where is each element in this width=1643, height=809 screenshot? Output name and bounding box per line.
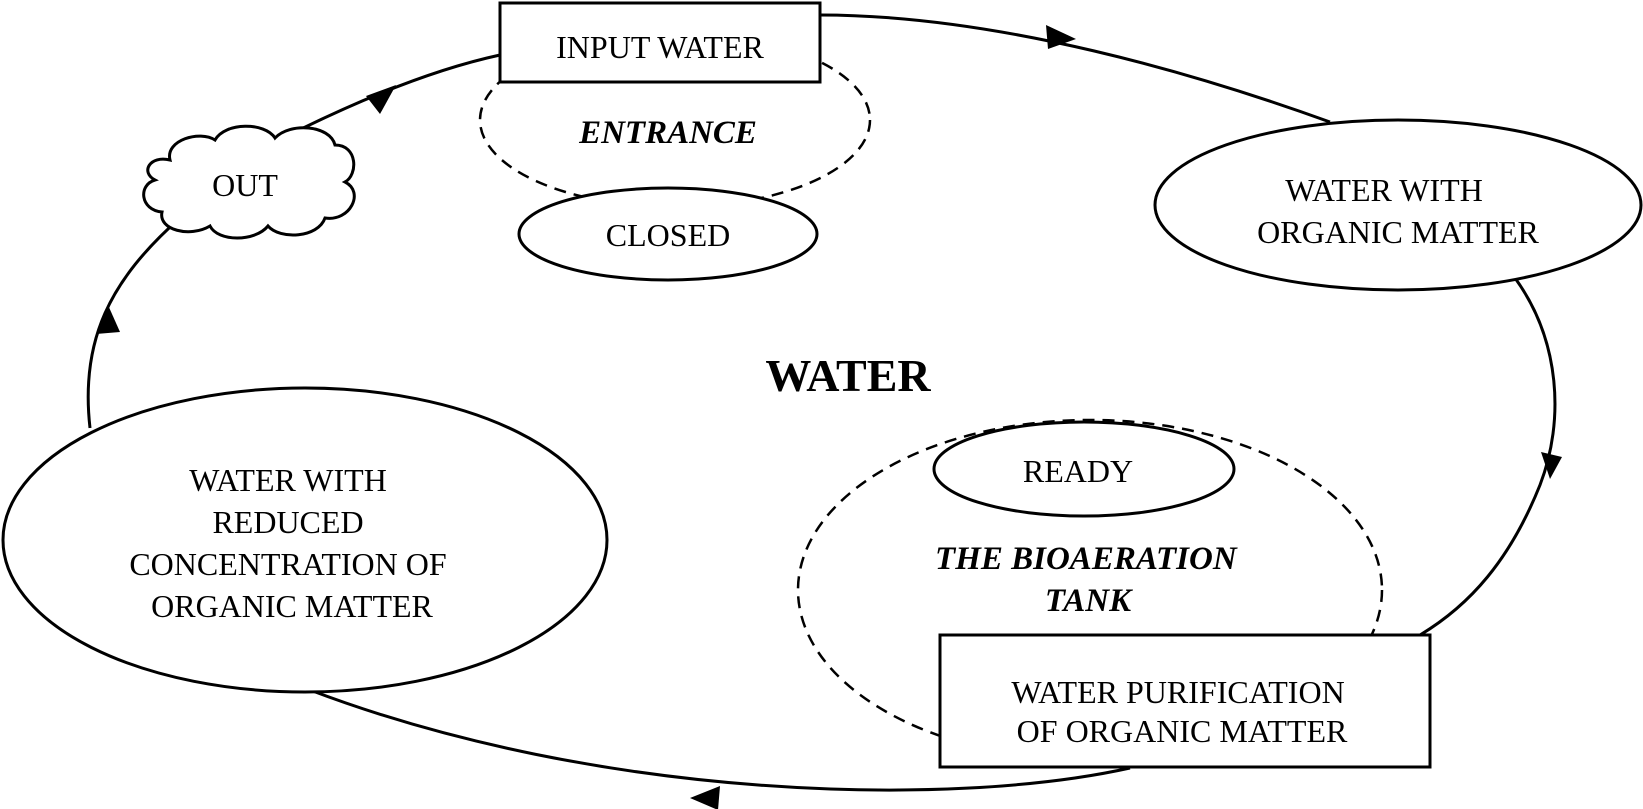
out-label: OUT [212, 167, 278, 203]
ready-label: READY [1023, 453, 1133, 489]
tank-label: THE BIOAERATION TANK [935, 541, 1245, 619]
arrow-up-right-icon [366, 85, 396, 114]
reduced-water-node: WATER WITH REDUCED CONCENTRATION OF ORGA… [1, 386, 609, 694]
tank-label-line-2: TANK [1045, 583, 1133, 619]
arrow-right-icon [1046, 25, 1076, 49]
out-cloud-node: OUT [142, 124, 356, 240]
arrow-left-icon [690, 786, 720, 809]
organic-water-line-2: ORGANIC MATTER [1257, 214, 1539, 250]
organic-water-label: WATER WITH ORGANIC MATTER [1257, 172, 1539, 250]
cycle-segment-input-to-organic [819, 13, 1331, 124]
cycle-arrows [96, 25, 1562, 809]
cycle-segment-tank-to-reduced [309, 688, 1131, 792]
arrow-up-icon [96, 305, 120, 334]
purification-node: WATER PURIFICATION OF ORGANIC MATTER [938, 633, 1432, 769]
organic-water-node: WATER WITH ORGANIC MATTER [1153, 118, 1643, 292]
arrow-down-icon [1541, 452, 1562, 479]
reduced-water-line-4: ORGANIC MATTER [151, 588, 433, 624]
purification-line-1: WATER PURIFICATION [1011, 674, 1344, 710]
cloud-icon [142, 124, 356, 240]
reduced-water-line-3: CONCENTRATION OF [129, 546, 446, 582]
cycle-segment-organic-to-tank [1419, 277, 1557, 637]
input-water-label: INPUT WATER [556, 29, 764, 65]
input-water-node: INPUT WATER [498, 1, 822, 84]
cycle-path [86, 13, 1557, 792]
reduced-water-line-2: REDUCED [212, 504, 363, 540]
reduced-water-label: WATER WITH REDUCED CONCENTRATION OF ORGA… [129, 462, 454, 624]
ready-state-node: READY [932, 420, 1236, 518]
reduced-water-line-1: WATER WITH [189, 462, 387, 498]
entrance-label: ENTRANCE [578, 115, 757, 151]
closed-label: CLOSED [606, 217, 730, 253]
organic-water-line-1: WATER WITH [1285, 172, 1483, 208]
tank-label-line-1: THE BIOAERATION [935, 541, 1238, 577]
closed-state-node: CLOSED [517, 186, 819, 282]
center-title: WATER [765, 350, 931, 401]
purification-line-2: OF ORGANIC MATTER [1017, 713, 1348, 749]
purification-label: WATER PURIFICATION OF ORGANIC MATTER [1011, 674, 1352, 749]
cycle-segment-out-to-input [294, 53, 501, 134]
